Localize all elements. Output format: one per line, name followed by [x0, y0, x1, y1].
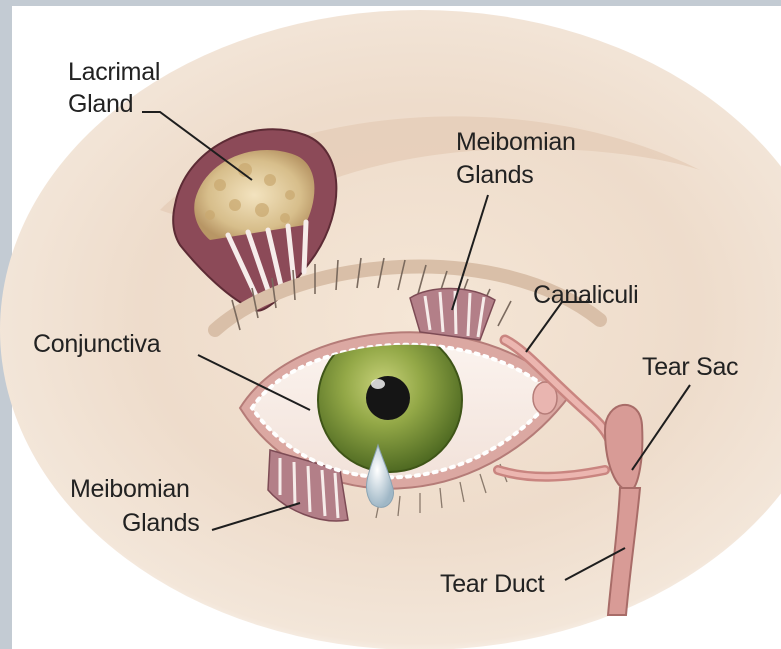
label-tear-sac: Tear Sac [642, 353, 738, 381]
label-tear-duct: Tear Duct [440, 570, 545, 598]
label-conjunctiva: Conjunctiva [33, 330, 161, 358]
label-lacrimal-gland-line1: Lacrimal [68, 58, 160, 86]
label-meibomian-lower-line1: Meibomian [70, 475, 190, 503]
upper-meibomian-glands [410, 288, 495, 340]
label-meibomian-upper-line1: Meibomian [456, 128, 576, 156]
label-lacrimal-gland-line2: Gland [68, 90, 133, 118]
label-meibomian-lower-line2: Glands [122, 509, 199, 537]
label-canaliculi: Canaliculi [533, 281, 638, 309]
label-meibomian-upper-line2: Glands [456, 161, 533, 189]
